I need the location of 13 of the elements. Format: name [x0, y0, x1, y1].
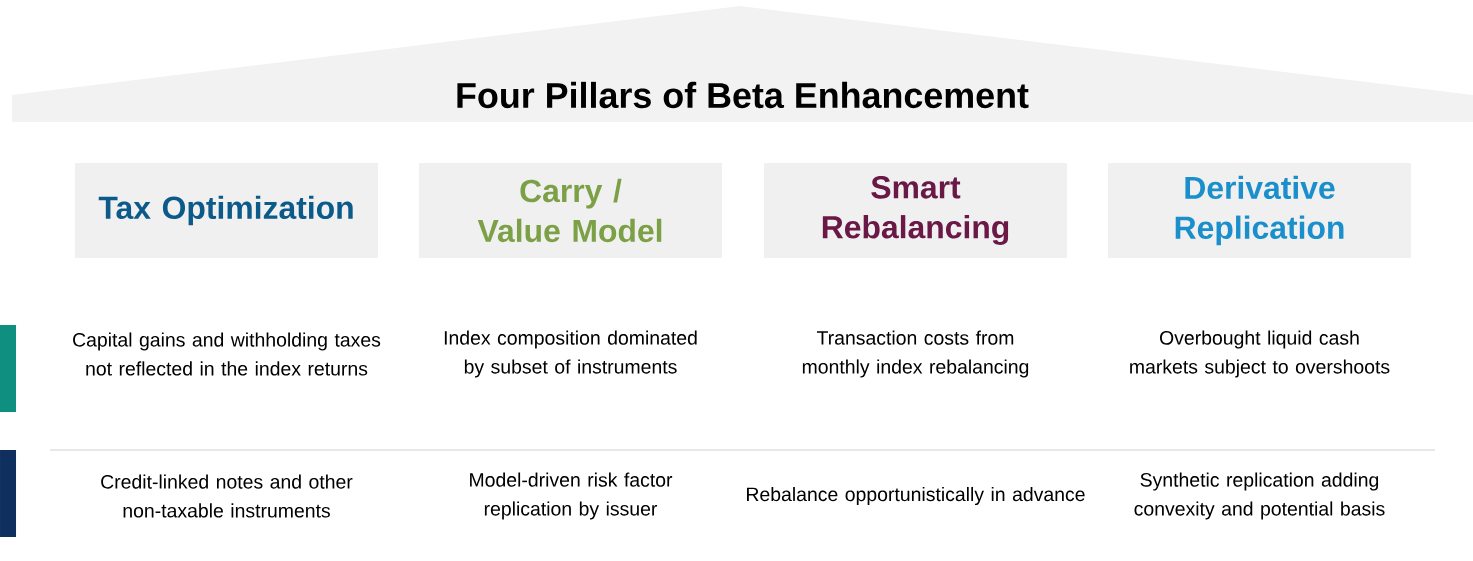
description-text: Model-driven risk factor replication by issuer [470, 472, 673, 520]
description-text: Rebalance opportunistically in advance [747, 486, 1085, 506]
pillar-box: Carry / Value Model [419, 163, 722, 258]
description-text: Synthetic replication adding convexity and potential basis [1134, 472, 1385, 520]
pillar-box: Tax Optimization [75, 163, 378, 258]
title: Four Pillars of Beta Enhancement [457, 81, 1029, 109]
description-text: Overbought liquid cash markets subject to overshoots [1130, 330, 1390, 378]
description-text: Index composition dominated by subset of instruments [444, 330, 697, 378]
description-text: Credit-linked notes and other non-taxable instruments [101, 474, 353, 518]
pillar-box: Smart Rebalancing [764, 163, 1067, 258]
description-text: Capital gains and withholding taxes not reflected in the index returns [73, 332, 381, 376]
pillar-box: Derivative Replication [1108, 163, 1411, 258]
description-text: Transaction costs from monthly index rebalancing [802, 330, 1029, 378]
